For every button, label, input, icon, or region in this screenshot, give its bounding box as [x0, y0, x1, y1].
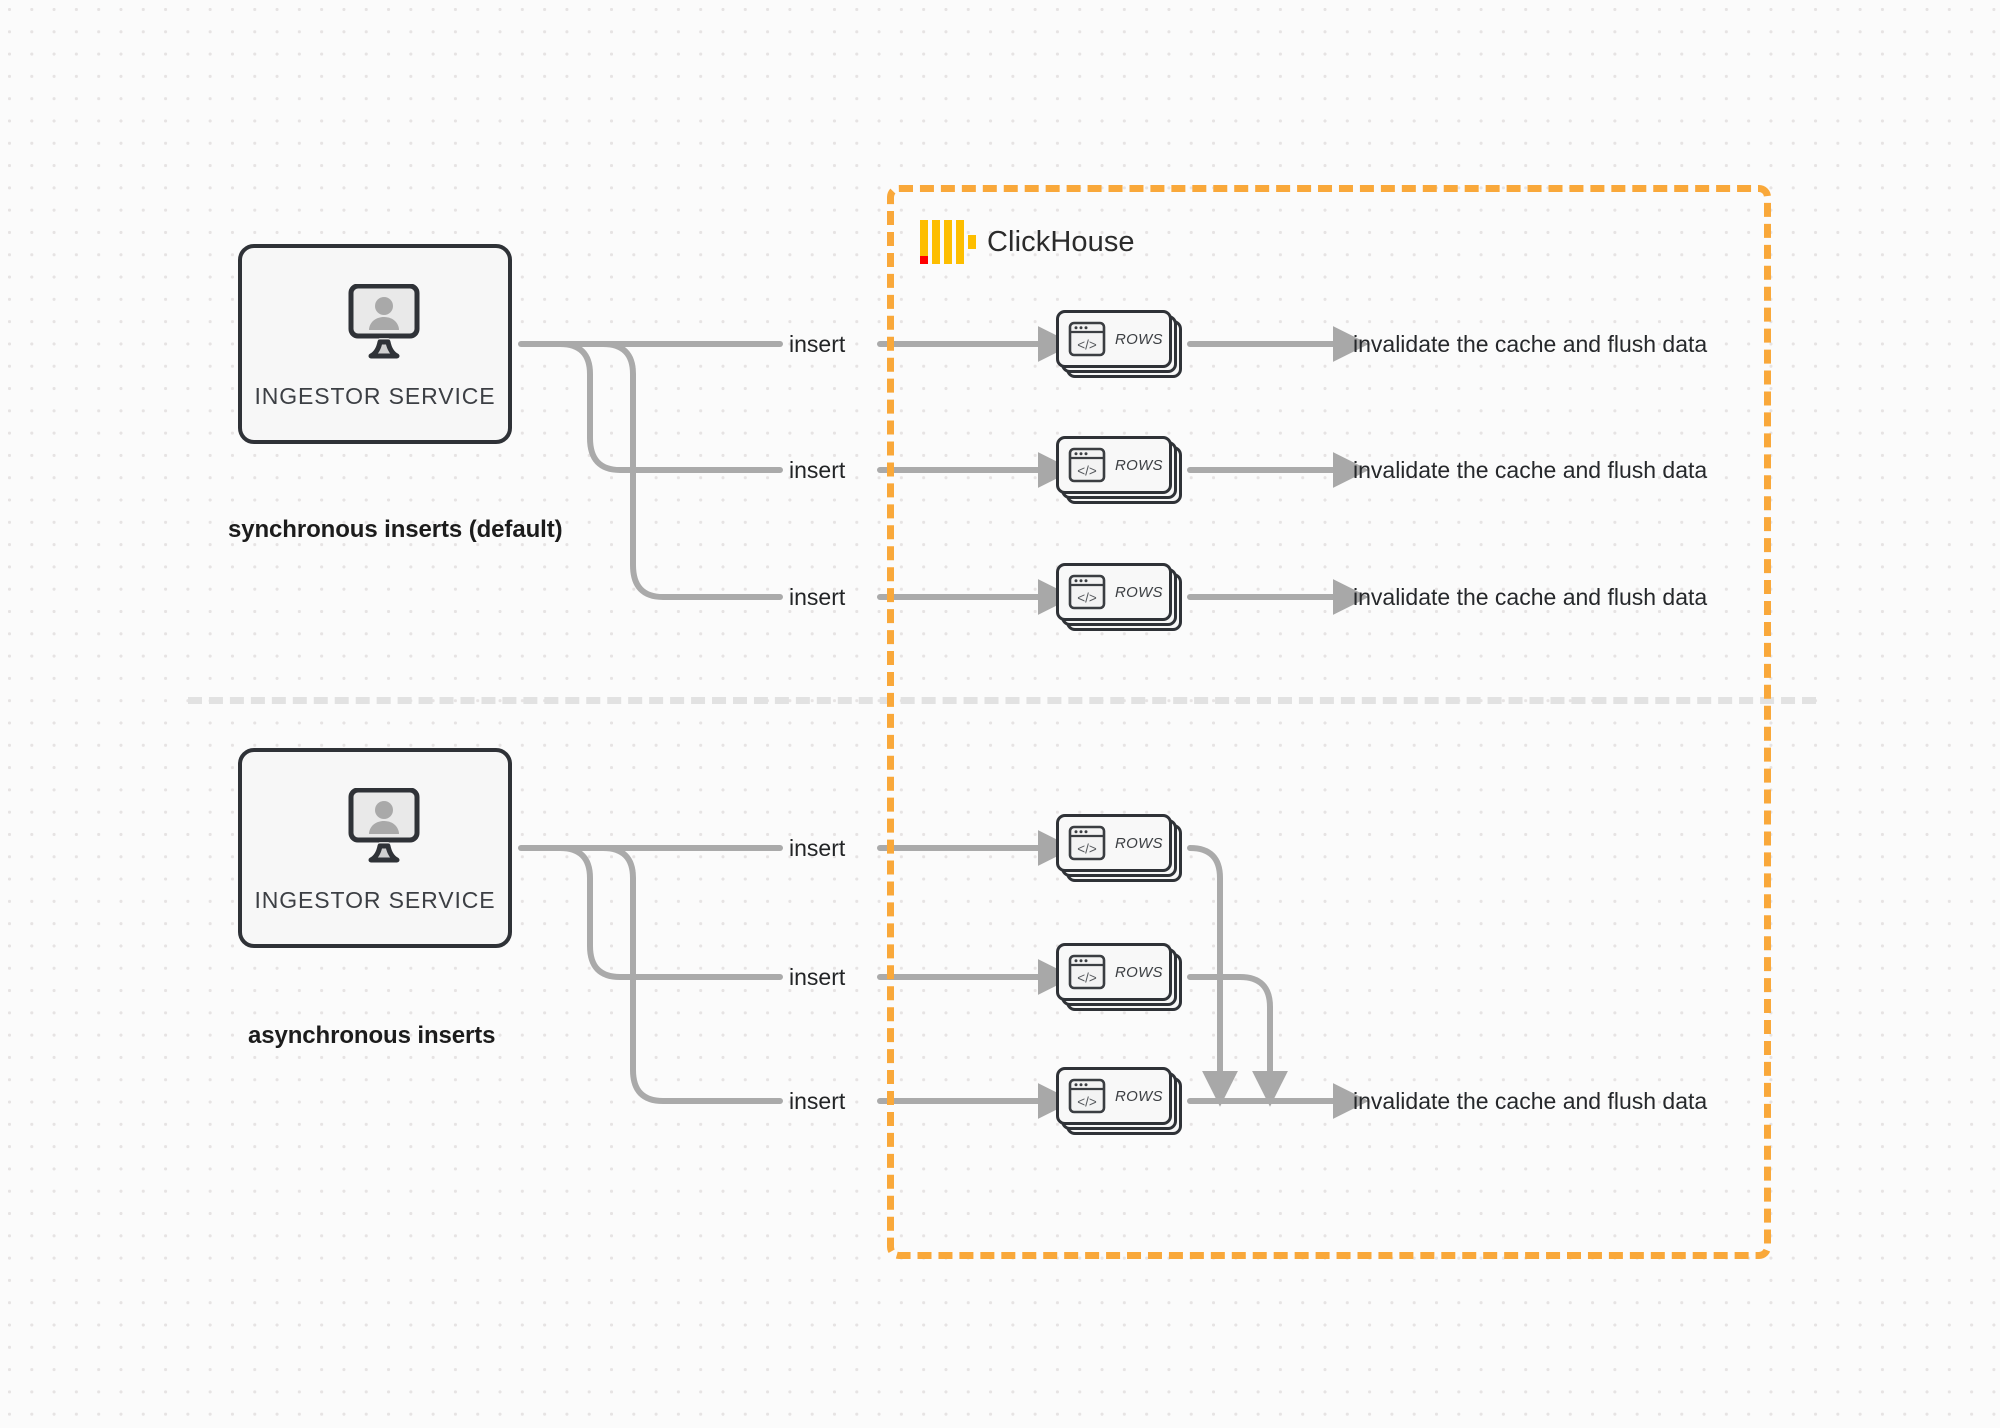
- rows-node-async-3[interactable]: </> ROWS: [1056, 1067, 1182, 1135]
- rows-node-sheet-front: </> ROWS: [1056, 436, 1172, 494]
- result-label-sync-3: invalidate the cache and flush data: [1353, 584, 1708, 610]
- rows-node-async-1[interactable]: </> ROWS: [1056, 814, 1182, 882]
- rows-node-sync-2[interactable]: </> ROWS: [1056, 436, 1182, 504]
- rows-node-label: ROWS: [1115, 456, 1163, 474]
- code-window-icon: </>: [1068, 574, 1106, 610]
- result-label-sync-1: invalidate the cache and flush data: [1353, 331, 1708, 357]
- code-window-icon: </>: [1068, 954, 1106, 990]
- wire-sync-branch-2: [557, 341, 783, 473]
- rows-node-label: ROWS: [1115, 330, 1163, 348]
- code-window-icon: </>: [1068, 321, 1106, 357]
- rows-node-sheet-front: </> ROWS: [1056, 1067, 1172, 1125]
- svg-text:</>: </>: [1077, 971, 1097, 986]
- rows-node-label: ROWS: [1115, 963, 1163, 981]
- section-divider: [188, 697, 1816, 704]
- insert-label-sync-2: insert: [789, 457, 846, 483]
- rows-node-sheet-front: </> ROWS: [1056, 943, 1172, 1001]
- rows-node-sync-3[interactable]: </> ROWS: [1056, 563, 1182, 631]
- sidebar-item-ingestor-service-async[interactable]: INGESTOR SERVICE: [238, 748, 512, 948]
- section-caption-asynchronous: asynchronous inserts: [248, 1022, 496, 1049]
- insert-label-sync-3: insert: [789, 584, 846, 610]
- result-label-sync-2: invalidate the cache and flush data: [1353, 457, 1708, 483]
- clickhouse-region-boundary: [887, 185, 1771, 1259]
- rows-node-label: ROWS: [1115, 834, 1163, 852]
- service-label: INGESTOR SERVICE: [254, 383, 496, 409]
- sidebar-item-ingestor-service-sync[interactable]: INGESTOR SERVICE: [238, 244, 512, 444]
- rows-node-async-2[interactable]: </> ROWS: [1056, 943, 1182, 1011]
- svg-text:</>: </>: [1077, 464, 1097, 479]
- clickhouse-brand: ClickHouse: [920, 218, 1135, 266]
- service-label: INGESTOR SERVICE: [254, 887, 496, 913]
- rows-node-sheet-front: </> ROWS: [1056, 310, 1172, 368]
- result-label-async-merged: invalidate the cache and flush data: [1353, 1088, 1708, 1114]
- clickhouse-brand-label: ClickHouse: [987, 225, 1135, 258]
- rows-node-sheet-front: </> ROWS: [1056, 563, 1172, 621]
- insert-label-async-3: insert: [789, 1088, 846, 1114]
- rows-node-label: ROWS: [1115, 583, 1163, 601]
- code-window-icon: </>: [1068, 1078, 1106, 1114]
- section-caption-synchronous: synchronous inserts (default): [228, 516, 563, 543]
- svg-text:</>: </>: [1077, 338, 1097, 353]
- user-monitor-icon: [329, 787, 421, 875]
- rows-node-sync-1[interactable]: </> ROWS: [1056, 310, 1182, 378]
- insert-label-sync-1: insert: [789, 331, 846, 357]
- wire-async-branch-3: [600, 845, 783, 1104]
- code-window-icon: </>: [1068, 825, 1106, 861]
- user-monitor-icon: [329, 283, 421, 371]
- svg-text:</>: </>: [1077, 591, 1097, 606]
- insert-label-async-2: insert: [789, 964, 846, 990]
- svg-text:</>: </>: [1077, 842, 1097, 857]
- wire-async-branch-2: [557, 845, 783, 980]
- rows-node-label: ROWS: [1115, 1087, 1163, 1105]
- svg-text:</>: </>: [1077, 1095, 1097, 1110]
- wire-sync-branch-3: [600, 341, 783, 600]
- rows-node-sheet-front: </> ROWS: [1056, 814, 1172, 872]
- code-window-icon: </>: [1068, 447, 1106, 483]
- insert-label-async-1: insert: [789, 835, 846, 861]
- clickhouse-logo-icon: [920, 220, 976, 264]
